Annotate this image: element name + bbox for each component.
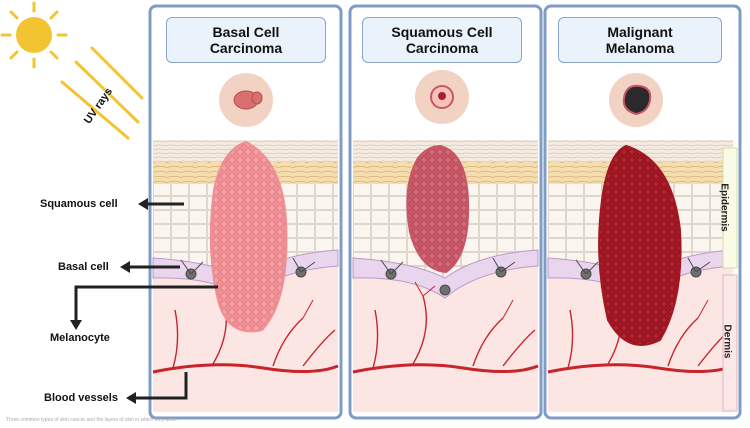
label-melanocyte: Melanocyte — [50, 332, 110, 344]
panel-title-bcc: Basal Cell Carcinoma — [166, 17, 326, 63]
arrow-blood-vessels — [136, 372, 188, 400]
label-epidermis: Epidermis — [718, 183, 730, 232]
epidermis-bracket — [722, 147, 738, 269]
panel-basal-cell-carcinoma — [148, 4, 343, 420]
label-basal-cell: Basal cell — [58, 261, 109, 273]
panel-title-scc: Squamous Cell Carcinoma — [362, 17, 522, 63]
figure-caption: Three common types of skin cancer and th… — [6, 417, 178, 423]
arrow-melanocyte — [74, 285, 218, 320]
panel-title-melanoma: Malignant Melanoma — [558, 17, 722, 63]
dermis-bracket — [722, 274, 738, 412]
uv-rays-icon — [60, 46, 144, 140]
sun-icon — [0, 1, 68, 69]
tumor-scc — [406, 144, 470, 274]
label-dermis: Dermis — [721, 324, 733, 359]
panel-squamous-cell-carcinoma — [348, 4, 543, 420]
panel-malignant-melanoma — [543, 4, 742, 420]
tumor-bcc — [209, 140, 288, 333]
tumor-melanoma — [598, 144, 682, 346]
label-squamous-cell: Squamous cell — [40, 198, 118, 210]
label-blood-vessels: Blood vessels — [44, 392, 118, 404]
